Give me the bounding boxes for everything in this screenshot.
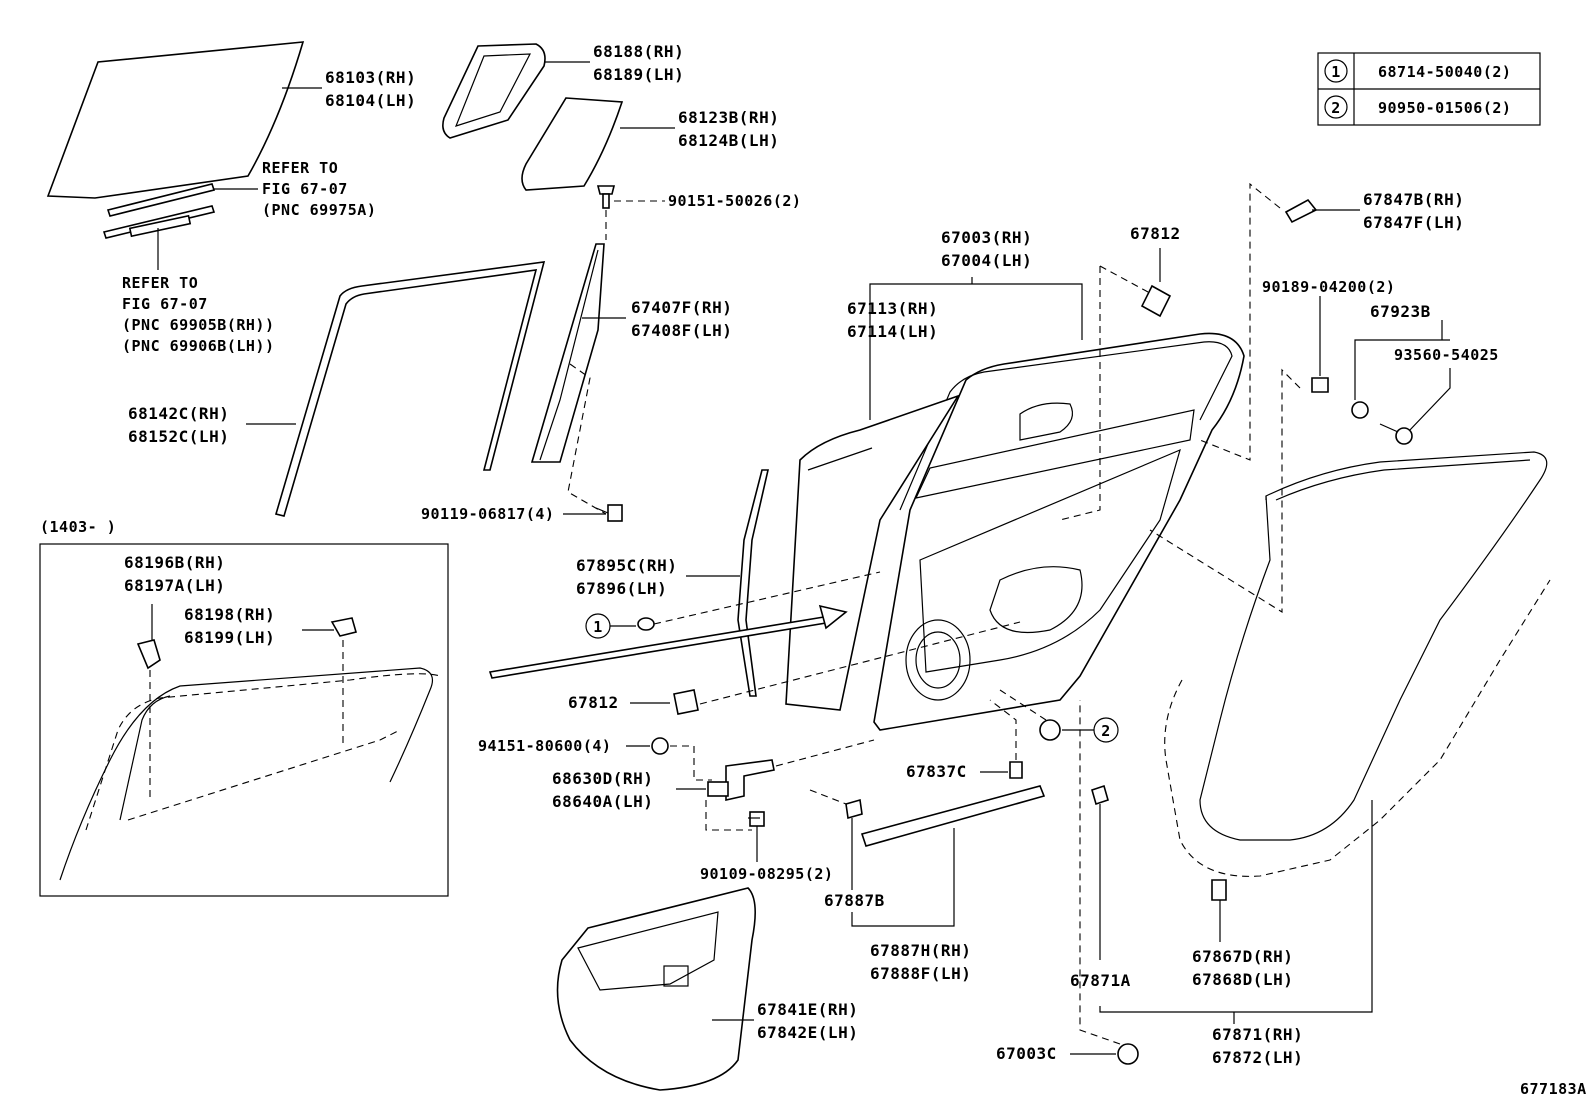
legend-part-1: 68714-50040(2) [1378,63,1511,81]
legend-mark-1-icon [1324,59,1348,83]
label-cover-lh: 67847F(LH) [1363,213,1464,232]
label-sheet-lh: 67842E(LH) [757,1023,858,1042]
label-panel-lh: 67114(LH) [847,322,938,341]
diagram-code: 677183A [1520,1080,1587,1098]
label-wstrip-lh: 67872(LH) [1212,1048,1303,1067]
bolt-icon [595,504,623,522]
label-q-glass-run-rh: 68188(RH) [593,42,684,61]
label-inset-a-lh: 68197A(LH) [124,576,225,595]
refer1-line1: REFER TO [262,159,338,177]
label-ws-clip-2-rh: 67867D(RH) [1192,947,1293,966]
label-nut: 94151-80600(4) [478,737,611,755]
label-inset-b-lh: 68199(LH) [184,628,275,647]
bolt-2-icon [748,811,765,827]
label-glass-run-lh: 68152C(LH) [128,427,229,446]
label-sheet-rh: 67841E(RH) [757,1000,858,1019]
label-cover-rh: 67847B(RH) [1363,190,1464,209]
label-seal-rh: 67895C(RH) [576,556,677,575]
label-grommet: 67923B [1370,302,1431,321]
label-pad-bottom: 67812 [568,693,619,712]
label-glass-lh: 68104(LH) [325,91,416,110]
refer1-line3: (PNC 69975A) [262,201,376,219]
refer2-line3: (PNC 69905B(RH)) [122,316,275,334]
legend-part-2: 90950-01506(2) [1378,99,1511,117]
label-hinge-lh: 68640A(LH) [552,792,653,811]
label-glass-rh: 68103(RH) [325,68,416,87]
label-hinge-rh: 68630D(RH) [552,769,653,788]
callout-2: 2 [1101,722,1111,740]
hinge-icon [707,759,775,801]
label-channel-rh: 67407F(RH) [631,298,732,317]
screw-icon [596,185,616,209]
label-channel-lh: 67408F(LH) [631,321,732,340]
label-door-rh: 67003(RH) [941,228,1032,247]
label-bolt-2: 90109-08295(2) [700,865,833,883]
callout-2-icon [1093,717,1119,743]
label-clip-1: 90189-04200(2) [1262,278,1395,296]
label-clip-3: 67887B [824,891,885,910]
legend-mark-2-icon [1324,95,1348,119]
weatherstrip [1164,451,1551,877]
label-glass-run-rh: 68142C(RH) [128,404,229,423]
callout-1: 1 [593,618,603,636]
refer2-line1: REFER TO [122,274,198,292]
inset-label: (1403- ) [40,518,116,536]
label-pad-top: 67812 [1130,224,1181,243]
label-q-glass-lh: 68124B(LH) [678,131,779,150]
legend-mark-2: 2 [1331,99,1341,117]
label-ws-clip-2-lh: 67868D(LH) [1192,970,1293,989]
label-q-glass-run-lh: 68189(LH) [593,65,684,84]
inset-box [39,543,449,897]
label-ws-clip-1: 67871A [1070,971,1131,990]
label-screw-1: 90151-50026(2) [668,192,801,210]
legend-table: 1 2 68714-50040(2) 90950-01506(2) [1317,52,1541,126]
label-seal-lh: 67896(LH) [576,579,667,598]
label-panel-rh: 67113(RH) [847,299,938,318]
label-door-lh: 67004(LH) [941,251,1032,270]
label-inset-b-rh: 68198(RH) [184,605,275,624]
legend-mark-1: 1 [1331,63,1341,81]
label-strip-lh: 67888F(LH) [870,964,971,983]
label-wstrip-rh: 67871(RH) [1212,1025,1303,1044]
door-glass [46,41,322,199]
label-bolt-1: 90119-06817(4) [421,505,554,523]
refer2-line2: FIG 67-07 [122,295,208,313]
service-cover [556,887,756,1091]
label-q-glass-rh: 68123B(RH) [678,108,779,127]
label-screw-2: 93560-54025 [1394,346,1499,364]
label-plug: 67003C [996,1044,1057,1063]
label-clip-2: 67837C [906,762,967,781]
label-inset-a-rh: 68196B(RH) [124,553,225,572]
door-assembly [785,332,1245,731]
refer2-line4: (PNC 69906B(LH)) [122,337,275,355]
label-strip-rh: 67887H(RH) [870,941,971,960]
refer1-line2: FIG 67-07 [262,180,348,198]
